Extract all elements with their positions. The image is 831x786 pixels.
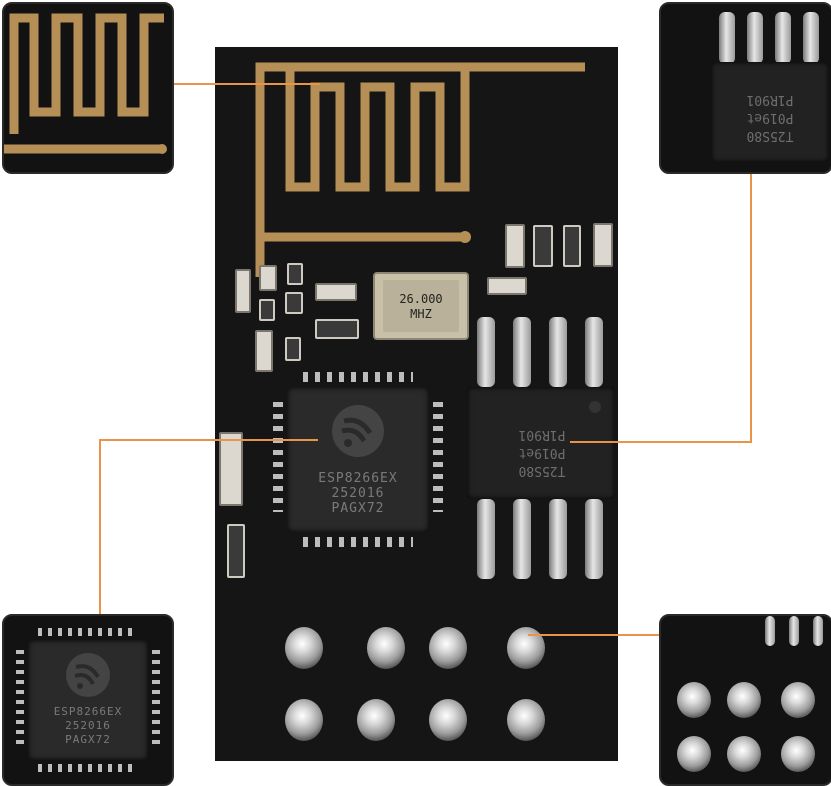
- header-pin-pad: [727, 736, 761, 772]
- flash-pin: [477, 499, 495, 579]
- flash-pin: [765, 616, 775, 646]
- flash-pin: [585, 317, 603, 387]
- crystal-unit: MHZ: [410, 307, 432, 321]
- esp-closeup-code: 252016: [65, 719, 111, 732]
- inset-pads-closeup: [659, 614, 831, 786]
- pin1-dot: [589, 401, 601, 413]
- header-pin-pad: [727, 682, 761, 718]
- callout-line-esp-v: [99, 439, 101, 616]
- inset-esp-closeup: ESP8266EX 252016 PAGX72: [2, 614, 174, 786]
- flash-pin: [775, 12, 791, 64]
- flash-pin: [513, 317, 531, 387]
- smd-resistor: [487, 277, 527, 295]
- crystal-body: [383, 280, 459, 332]
- smd-capacitor: [285, 292, 303, 314]
- header-pin-pad: [781, 736, 815, 772]
- callout-line-flash-v: [750, 172, 752, 443]
- esp-closeup-batch: PAGX72: [65, 733, 111, 746]
- smd-resistor: [235, 269, 251, 313]
- smd-capacitor: [227, 524, 245, 578]
- esp-chip-pins: [273, 372, 443, 547]
- smd-resistor: [593, 223, 613, 267]
- flash-pin: [513, 499, 531, 579]
- flash-pin: [585, 499, 603, 579]
- crystal-freq: 26.000: [399, 292, 443, 306]
- callout-line-antenna: [172, 83, 320, 85]
- flash-closeup-line1: T25S80: [746, 128, 794, 143]
- esp-chip-model: ESP8266EX: [318, 471, 398, 486]
- header-pin-pad: [429, 699, 467, 741]
- flash-pin: [747, 12, 763, 64]
- antenna-closeup-icon: [4, 13, 167, 154]
- pcb-antenna-trace: [255, 62, 585, 277]
- callout-line-pads: [528, 634, 663, 636]
- esp-chip-code: 252016: [331, 486, 385, 501]
- flash-memory-chip: T25S80 P019et P1R901: [467, 387, 615, 499]
- header-pin-pad: [285, 627, 323, 669]
- flash-closeup-line2: P019et: [746, 110, 794, 125]
- header-pin-pad: [429, 627, 467, 669]
- esp-chip-batch: PAGX72: [331, 501, 385, 516]
- flash-chip-line1: T25S80: [518, 463, 566, 478]
- flash-chip-line2: P019et: [518, 445, 566, 460]
- flash-pin: [549, 499, 567, 579]
- smd-capacitor: [563, 225, 581, 267]
- callout-line-flash-h: [570, 441, 752, 443]
- esp8266-chip: ESP8266EX 252016 PAGX72: [287, 387, 429, 532]
- flash-pin: [789, 616, 799, 646]
- esp01-board: 26.000 MHZ ESP8266EX 252016 PAGX72 T25S8…: [215, 47, 618, 761]
- flash-pin: [813, 616, 823, 646]
- esp-closeup-pins: [16, 628, 160, 772]
- flash-pin: [477, 317, 495, 387]
- header-pin-pad: [781, 682, 815, 718]
- esp-closeup-model: ESP8266EX: [53, 705, 123, 718]
- espressif-logo-icon: [66, 653, 110, 697]
- header-pin-pad: [677, 736, 711, 772]
- smd-resistor: [219, 432, 243, 506]
- smd-resistor: [315, 283, 357, 301]
- header-pin-pad: [507, 699, 545, 741]
- flash-closeup-line3: P1R901: [746, 92, 794, 107]
- smd-capacitor: [315, 319, 359, 339]
- header-pin-pad: [285, 699, 323, 741]
- header-pin-pad: [367, 627, 405, 669]
- inset-antenna-closeup: [2, 2, 174, 174]
- espressif-logo-icon: [332, 405, 384, 457]
- smd-capacitor: [285, 337, 301, 361]
- smd-capacitor: [287, 263, 303, 285]
- header-pin-pad: [357, 699, 395, 741]
- smd-capacitor: [259, 299, 275, 321]
- flash-pin: [803, 12, 819, 64]
- smd-resistor: [505, 224, 525, 268]
- flash-pin: [549, 317, 567, 387]
- smd-capacitor: [533, 225, 553, 267]
- crystal-oscillator: 26.000 MHZ: [373, 272, 469, 340]
- esp8266-chip-closeup: ESP8266EX 252016 PAGX72: [28, 640, 148, 760]
- header-pin-pad: [677, 682, 711, 718]
- inset-flash-closeup: T25S80 P019et P1R901: [659, 2, 831, 174]
- flash-chip-line3: P1R901: [518, 427, 566, 442]
- smd-resistor: [259, 265, 277, 291]
- flash-memory-chip-closeup: T25S80 P019et P1R901: [711, 62, 829, 162]
- smd-resistor: [255, 330, 273, 372]
- callout-line-esp-h: [100, 439, 318, 441]
- flash-pin: [719, 12, 735, 64]
